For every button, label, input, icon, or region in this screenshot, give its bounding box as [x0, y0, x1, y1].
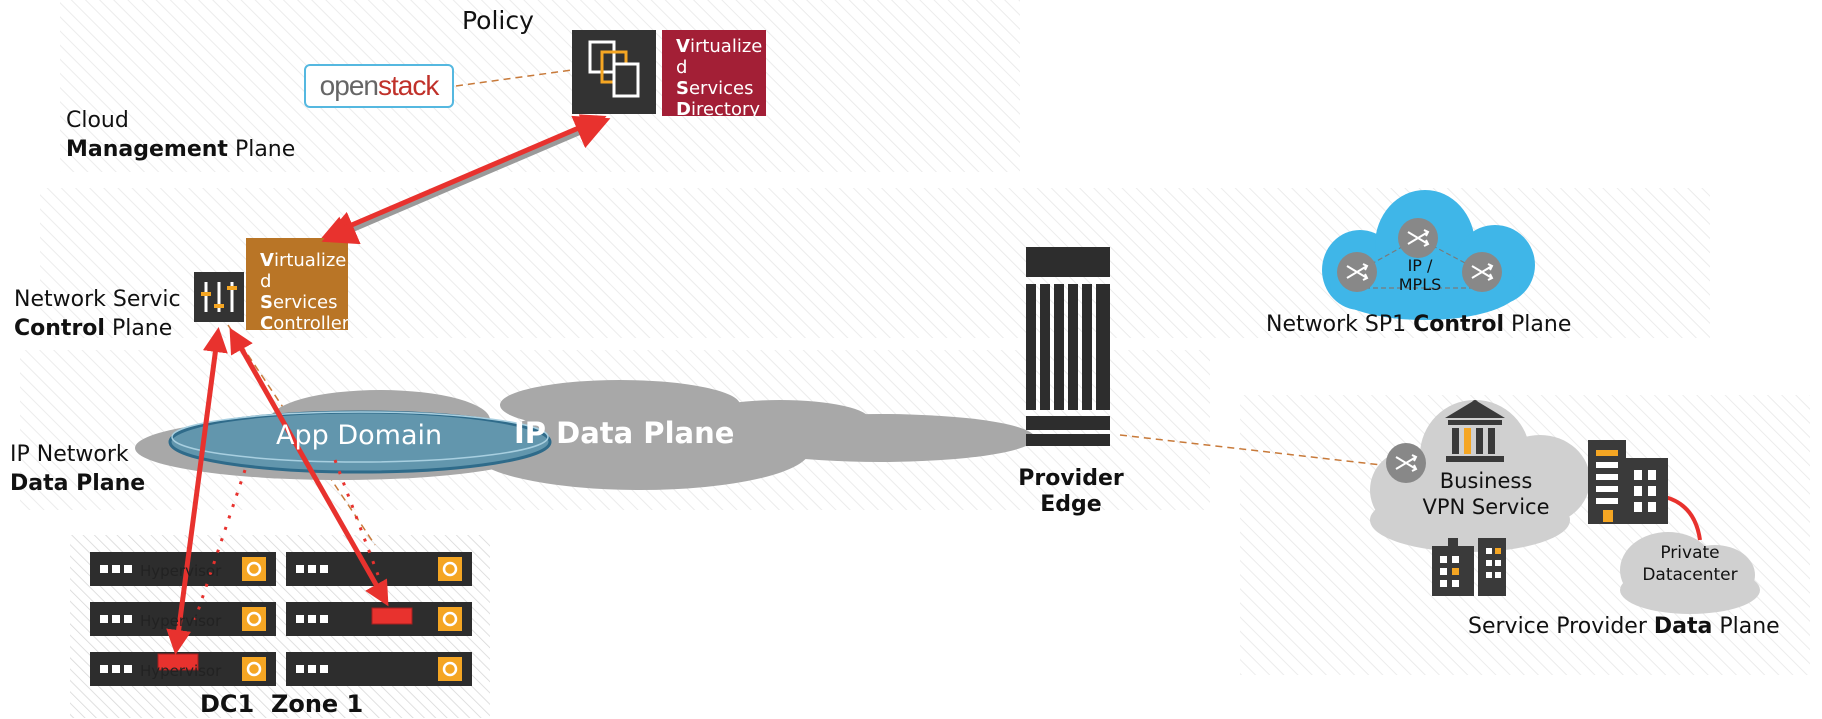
- provider-edge-connector: [1119, 434, 1391, 467]
- vsc-sliders-icon: [194, 272, 244, 322]
- router-icon: [1337, 252, 1377, 292]
- private-dc-cloud: [1620, 532, 1760, 614]
- ip-mpls-label: IP / MPLS: [1398, 256, 1442, 294]
- ip-data-plane-label: IP Data Plane: [514, 416, 735, 450]
- apartment-building-icon: [1432, 538, 1506, 596]
- router-icon: [1398, 218, 1438, 258]
- private-datacenter-label: Private Datacenter: [1642, 543, 1738, 585]
- vsc-label: Virtualize d Services Controller: [260, 250, 348, 330]
- sp1-control-plane-label: Network SP1 Control Plane: [1266, 312, 1572, 337]
- vm-box: [371, 607, 413, 625]
- openstack-connector: [455, 69, 573, 87]
- ip-network-data-label: IP Network Data Plane: [10, 442, 146, 496]
- vsd-box: [662, 30, 766, 116]
- policy-label: Policy: [462, 6, 534, 35]
- vsd-label: Virtualize d Services Directory: [676, 36, 763, 116]
- bank-icon: [1445, 400, 1505, 462]
- provider-edge-label: Provider Edge: [1018, 466, 1124, 517]
- server-unit: [286, 652, 472, 686]
- openstack-logo-part1: open: [319, 70, 379, 101]
- business-vpn-cloud: [1370, 400, 1590, 552]
- hypervisor-label: Hypervisor: [140, 562, 222, 580]
- hypervisor-label: Hypervisor: [140, 662, 222, 680]
- vsc-box: [246, 238, 348, 330]
- app-domain-label: App Domain: [276, 420, 443, 451]
- business-vpn-label: Business VPN Service: [1422, 469, 1550, 519]
- sp-data-plane-label: Service Provider Data Plane: [1468, 614, 1780, 639]
- cloud-management-label: Cloud Management Plane: [66, 108, 296, 162]
- router-icon: [1386, 443, 1426, 483]
- server-unit: [286, 552, 472, 586]
- network-service-control-label: Network Servic Control Plane: [14, 287, 181, 341]
- private-link: [1664, 495, 1702, 541]
- router-icon: [1462, 252, 1502, 292]
- provider-edge-router: [1026, 247, 1110, 446]
- dc1-zone-label: DC1 Zone 1: [200, 690, 364, 718]
- control-arrows: [166, 114, 611, 655]
- vsd-windows-icon: [572, 30, 656, 114]
- openstack-logo: openstack: [304, 64, 454, 108]
- office-building-icon: [1588, 440, 1668, 524]
- openstack-logo-part2: stack: [377, 70, 439, 101]
- hypervisor-label: Hypervisor: [140, 612, 222, 630]
